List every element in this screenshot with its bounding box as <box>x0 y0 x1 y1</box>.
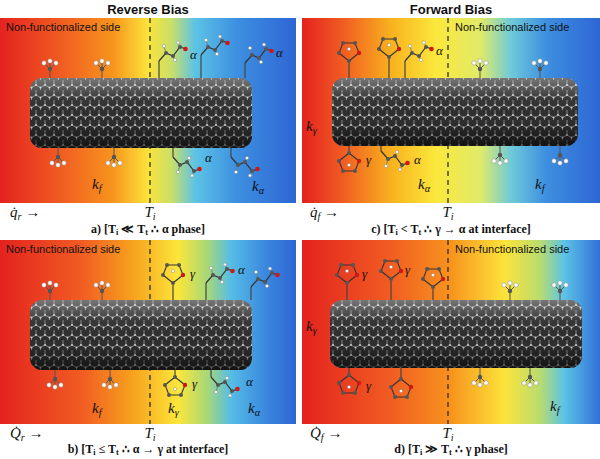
phase-label: γ <box>190 266 195 282</box>
subscript: r <box>21 432 25 443</box>
subscript: f <box>321 432 324 443</box>
region-label: Non-functionalized side <box>6 243 120 255</box>
subscript: f <box>99 183 102 194</box>
symbol-label: kα <box>418 176 430 193</box>
subscript: γ <box>313 325 317 336</box>
subscript: i <box>451 211 454 222</box>
symbol-label: kγ <box>306 118 317 135</box>
phase-label: α <box>414 152 421 168</box>
subscript: i <box>451 432 454 443</box>
panel-ground <box>0 240 296 424</box>
phase-label: γ <box>362 266 367 282</box>
subscript: t <box>418 228 421 237</box>
phase-label: γ <box>192 376 197 392</box>
subscript: f <box>99 407 102 418</box>
subscript: t <box>145 228 148 237</box>
panel-ground <box>302 240 600 424</box>
phase-label: α <box>436 43 443 59</box>
phase-label: α <box>238 262 245 278</box>
region-label: Non-functionalized side <box>6 21 120 33</box>
panel-caption: b) [Ti ≤ Tt ∴ α → γ at interface] <box>68 442 229 457</box>
symbol-label: Q̇f → <box>310 425 342 442</box>
subscript: γ <box>175 407 179 418</box>
subscript: f <box>318 211 321 222</box>
panel-ground <box>0 18 296 203</box>
symbol-label: q̇f → <box>310 204 339 221</box>
phase-label: α <box>246 374 253 390</box>
subscript: r <box>18 211 22 222</box>
subscript: i <box>93 448 95 457</box>
subscript: α <box>255 407 260 418</box>
subscript: α <box>259 185 264 196</box>
symbol-label: kα <box>252 178 264 195</box>
subscript: f <box>557 405 560 416</box>
phase-label: α <box>190 47 197 63</box>
subscript: i <box>153 211 156 222</box>
symbol-label: q̇r → <box>10 204 40 221</box>
subscript: i <box>420 448 422 457</box>
subscript: i <box>153 432 156 443</box>
panel-caption: c) [Ti < Tt ∴ γ → α at interface] <box>371 222 531 237</box>
region-label: Non-functionalized side <box>455 243 569 255</box>
symbol-label: kf <box>92 176 102 193</box>
symbol-label: Ti <box>144 425 155 442</box>
panel-caption: d) [Ti ≫ Tt ∴ γ phase] <box>394 442 507 457</box>
subscript: i <box>396 228 398 237</box>
symbol-label: Ti <box>144 204 155 221</box>
panel-caption: a) [Ti ≪ Tt ∴ α phase] <box>91 222 205 237</box>
molecule <box>42 35 568 399</box>
subscript: f <box>542 183 545 194</box>
phase-label: γ <box>405 262 410 278</box>
phase-label: α <box>276 45 283 61</box>
symbol-label: Q̇r → <box>10 425 44 442</box>
symbol-label: kf <box>550 398 560 415</box>
panel-ground <box>302 18 600 203</box>
subscript: γ <box>313 125 317 136</box>
symbol-label: kα <box>248 400 260 417</box>
column-heading: Forward Bias <box>410 2 492 17</box>
region-label: Non-functionalized side <box>455 21 569 33</box>
subscript: α <box>425 183 430 194</box>
symbol-label: Ti <box>442 204 453 221</box>
column-heading: Reverse Bias <box>107 2 189 17</box>
symbol-label: kγ <box>168 400 179 417</box>
subscript: t <box>449 448 452 457</box>
subscript: t <box>116 448 119 457</box>
phase-label: γ <box>366 378 371 394</box>
nanotube <box>30 78 582 370</box>
symbol-label: kf <box>535 176 545 193</box>
subscript: i <box>116 228 118 237</box>
symbol-label: kf <box>92 400 102 417</box>
symbol-label: Ti <box>442 425 453 442</box>
phase-label: γ <box>366 152 371 168</box>
symbol-label: kγ <box>306 318 317 335</box>
phase-label: α <box>205 150 212 166</box>
